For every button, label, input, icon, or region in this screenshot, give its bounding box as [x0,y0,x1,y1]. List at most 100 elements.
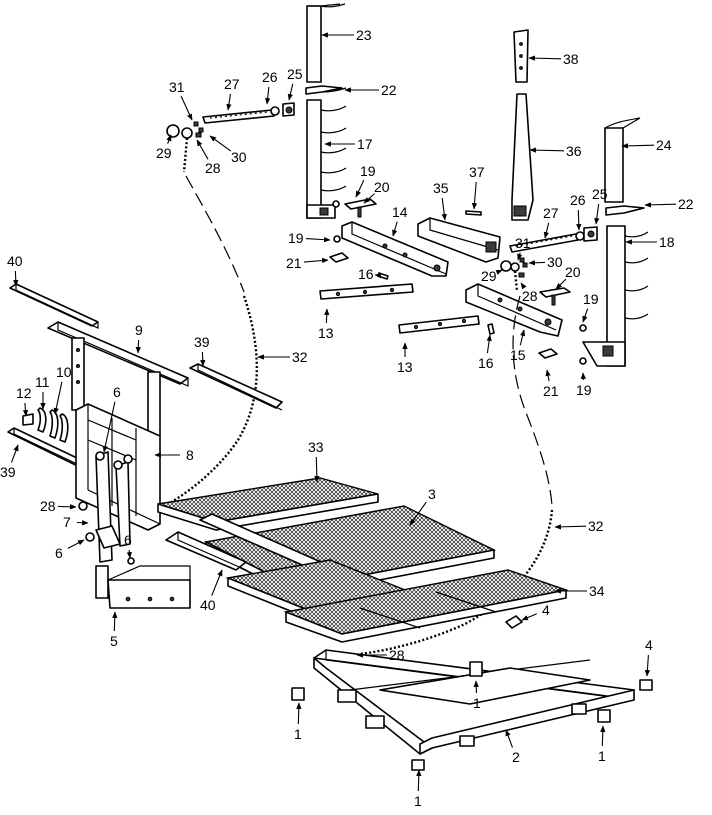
clips-1 [291,661,611,771]
callout-c25b: 25 [592,186,608,225]
callout-leader-c38 [528,55,562,61]
chain-32-left [167,175,259,506]
callout-label-c1a: 1 [473,695,481,711]
callout-label-c15: 15 [510,347,526,363]
callout-c2: 2 [505,729,520,765]
callout-leader-c28b [520,282,527,290]
callout-c6a: 6 [102,384,121,453]
callout-c26b: 26 [570,192,586,231]
washers-19-right [579,324,587,365]
callout-label-c4b: 4 [645,637,653,653]
callout-c13b: 13 [397,342,413,375]
stake-pocket-top-left [305,85,347,95]
callout-c7: 7 [63,514,89,530]
callout-label-c1d: 1 [414,793,422,809]
callout-label-c23: 23 [356,27,372,43]
callout-c31b: 31 [515,235,531,261]
callout-leader-c26a [265,86,271,105]
callout-leader-c31a [180,95,193,121]
callout-c19b: 19 [288,230,331,246]
callout-label-c28d: 28 [389,647,405,663]
callout-leader-c14 [392,221,398,237]
callout-label-c31b: 31 [515,235,531,251]
callout-c29a: 29 [156,134,172,161]
callout-c28d: 28 [356,647,405,663]
callout-leader-c20a [363,193,375,204]
callout-c8: 8 [154,447,194,463]
callout-c27a: 27 [224,76,240,111]
strap-13b [398,315,480,334]
callout-label-c1b: 1 [294,726,302,742]
callout-label-c26b: 26 [570,192,586,208]
callout-leader-c39a [200,351,206,367]
hook-left [166,121,204,173]
callout-label-c22a: 22 [381,82,397,98]
callout-leader-c40a [13,270,19,287]
callout-c4a: 4 [521,602,550,621]
callout-label-c33: 33 [308,439,324,455]
callout-label-c19d: 19 [576,382,592,398]
callout-leader-c28c [57,504,77,510]
callout-label-c40a: 40 [7,253,23,269]
callout-label-c27a: 27 [224,76,240,92]
callout-label-c7: 7 [63,514,71,530]
callout-leader-c1b [296,702,302,725]
callout-leader-c3 [409,501,427,526]
callout-label-c28a: 28 [205,160,221,176]
plate-20b [539,287,571,306]
callout-leader-c5 [112,611,118,632]
callout-label-c29b: 29 [481,268,497,284]
callout-label-c37: 37 [469,164,485,180]
callout-c20a: 20 [363,179,390,204]
callout-leader-c28a [196,139,209,160]
callout-c5: 5 [110,611,118,649]
callout-c28c: 28 [40,498,77,514]
plate-21a [329,252,349,263]
callout-c29b: 29 [481,268,503,284]
callout-c19d: 19 [576,372,592,398]
callout-label-c29a: 29 [156,145,172,161]
callout-leader-c36 [529,147,565,153]
callout-c32b: 32 [554,518,604,534]
callout-leader-c37 [471,181,478,210]
stake-upper-right [604,117,641,203]
callout-leader-c6b [67,539,85,549]
callout-label-c39b: 39 [0,464,16,480]
callout-label-c6a: 6 [113,384,121,400]
callout-c40a: 40 [7,253,23,287]
callout-label-c2: 2 [512,749,520,765]
callout-label-c21a: 21 [286,255,302,271]
callout-c24: 24 [621,137,672,153]
callout-c35: 35 [433,180,449,221]
callout-leader-c7 [76,520,89,526]
callout-c34: 34 [554,583,605,599]
turnbuckle-left [270,102,295,117]
rail-40-top [9,283,99,329]
callout-c13a: 13 [318,308,334,341]
callout-c28a: 28 [196,139,221,176]
callout-label-c34: 34 [589,583,605,599]
callout-label-c19b: 19 [288,230,304,246]
chain-rod-right [509,226,598,253]
stake-upper-left [306,3,346,83]
callout-label-c36: 36 [566,143,582,159]
chain-32-right [359,295,554,656]
callout-c3: 3 [409,486,436,526]
callout-c12: 12 [16,385,32,417]
callout-label-c8: 8 [186,447,194,463]
callout-label-c18: 18 [659,234,675,250]
callout-label-c1c: 1 [598,748,606,764]
callout-c33: 33 [308,439,324,483]
callout-label-c24: 24 [656,137,672,153]
callout-leader-c31b [517,252,523,261]
callout-c1b: 1 [294,702,302,742]
callout-c39b: 39 [0,444,19,480]
post-7 [95,451,133,563]
callout-c1d: 1 [414,769,422,809]
stake-tip-38 [513,29,529,83]
callout-label-c5: 5 [110,633,118,649]
callout-c22b: 22 [644,196,694,212]
callout-leader-c29a [166,134,172,144]
callout-c14: 14 [392,204,408,237]
